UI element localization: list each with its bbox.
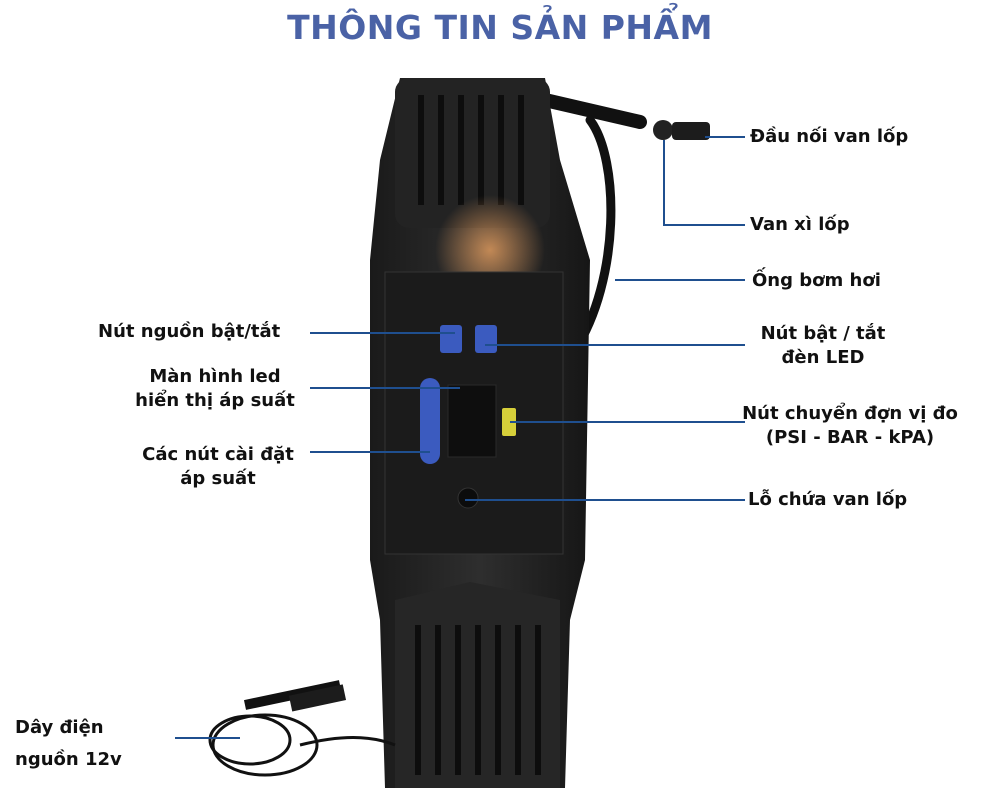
leader-lines <box>175 136 745 739</box>
unit-button <box>502 408 516 436</box>
label-line: Nút bật / tắt <box>760 323 886 344</box>
valve-holder <box>457 487 479 509</box>
air-hose <box>538 93 710 355</box>
led-button <box>475 325 497 353</box>
label-line: (PSI - BAR - kPA) <box>765 427 935 448</box>
label-power-cord: Dây điện nguồn 12v <box>15 712 122 776</box>
label-line: hiển thị áp suất <box>135 390 295 411</box>
label-line: Dây điện <box>15 717 104 738</box>
label-line: đèn LED <box>781 347 865 368</box>
label-display: Màn hình led hiển thị áp suất <box>110 365 320 413</box>
pressure-buttons <box>420 378 440 464</box>
label-unit-switch: Nút chuyển đợn vị đo (PSI - BAR - kPA) <box>730 402 970 450</box>
led-display <box>447 384 497 458</box>
label-valve-release: Van xì lốp <box>750 214 850 235</box>
label-line: nguồn 12v <box>15 749 122 770</box>
compressor-body <box>370 78 590 788</box>
label-power-button: Nút nguồn bật/tắt <box>98 321 281 342</box>
power-cord <box>208 680 396 777</box>
label-line: áp suất <box>180 468 256 489</box>
label-valve-connector: Đầu nối van lốp <box>750 126 909 147</box>
power-button <box>440 325 462 353</box>
label-led-toggle: Nút bật / tắt đèn LED <box>748 322 898 370</box>
label-pressure-buttons: Các nút cài đặt áp suất <box>118 443 318 491</box>
label-line: Nút chuyển đợn vị đo <box>742 403 958 424</box>
page-title: THÔNG TIN SẢN PHẨM <box>287 8 713 47</box>
label-air-hose: Ống bơm hơi <box>752 270 881 291</box>
label-line: Màn hình led <box>149 366 281 387</box>
label-line: Các nút cài đặt <box>142 444 294 465</box>
label-valve-holder: Lỗ chứa van lốp <box>748 489 908 510</box>
